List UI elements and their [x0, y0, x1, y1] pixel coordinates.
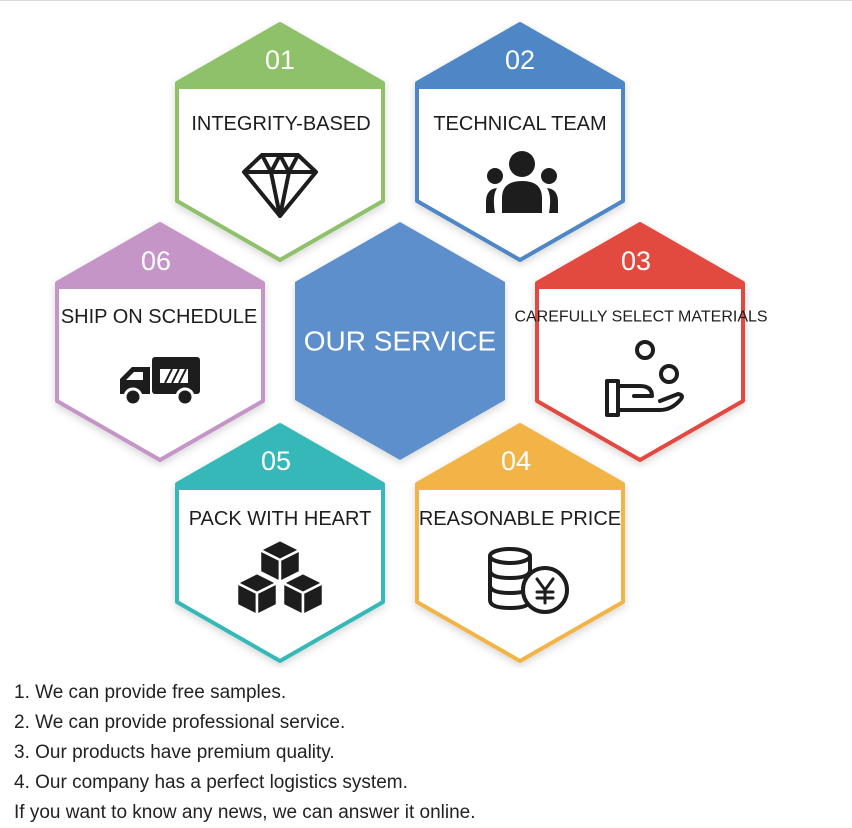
hexagon-price-cap — [417, 425, 623, 490]
top-divider — [0, 0, 852, 1]
diamond-icon — [242, 153, 318, 218]
hexagon-integrity-cap — [214, 24, 346, 62]
center-hexagon-shape — [295, 222, 505, 460]
hexagon-ship-cap — [57, 224, 263, 289]
center-title: OUR SERVICE — [304, 326, 496, 357]
hexagon-materials-cap — [537, 224, 743, 289]
hexagon-integrity-cap-fill-right — [346, 62, 383, 89]
hexagon-price-number: 04 — [501, 446, 531, 476]
hexagon-pack: 05 PACK WITH HEART — [175, 423, 385, 663]
hexagon-ship: 06 SHIP ON SCHEDULE — [55, 222, 265, 462]
hexagon-integrity-title: INTEGRITY-BASED — [191, 113, 370, 135]
hexagon-materials-title: CAREFULLY SELECT MATERIALS — [514, 309, 767, 326]
hexagon-integrity: 01 INTEGRITY-BASED — [175, 22, 385, 262]
boxes-icon — [235, 538, 325, 617]
team-icon — [486, 151, 558, 213]
service-notes-list: 1. We can provide free samples. 2. We ca… — [14, 678, 408, 798]
hexagon-price-title: REASONABLE PRICE — [419, 508, 621, 530]
hexagon-materials-number: 03 — [621, 246, 651, 276]
hexagon-pack-title: PACK WITH HEART — [189, 508, 372, 530]
hexagon-integrity-cap-fill — [177, 62, 214, 89]
center-hexagon: OUR SERVICE — [295, 222, 505, 460]
hexagon-integrity-number: 01 — [265, 45, 295, 75]
note-item: 2. We can provide professional service. — [14, 712, 346, 733]
note-item: 1. We can provide free samples. — [14, 682, 287, 703]
coins-yen-icon — [488, 547, 569, 614]
online-contact-text: If you want to know any news, we can ans… — [14, 802, 476, 823]
hexagon-technical-cap — [417, 24, 623, 89]
hexagon-price: 04 REASONABLE PRICE — [415, 423, 625, 663]
hexagon-ship-title: SHIP ON SCHEDULE — [61, 306, 257, 328]
hexagon-technical-number: 02 — [505, 45, 535, 75]
hexagon-materials: 03 CAREFULLY SELECT MATERIALS — [514, 222, 768, 462]
service-infographic: OUR SERVICE 01 INTEGRITY-BASED 02 TECHNI… — [55, 22, 768, 663]
note-item: 3. Our products have premium quality. — [14, 742, 335, 763]
hexagon-pack-cap — [177, 425, 383, 490]
truck-icon — [120, 357, 200, 407]
hexagon-integrity-cap-band — [214, 61, 346, 89]
hexagon-pack-number: 05 — [261, 446, 291, 476]
hexagon-ship-number: 06 — [141, 246, 171, 276]
hexagon-technical-title: TECHNICAL TEAM — [433, 113, 606, 135]
hand-coins-icon — [605, 340, 684, 417]
note-item: 4. Our company has a perfect logistics s… — [14, 772, 408, 793]
hexagon-technical: 02 TECHNICAL TEAM — [415, 22, 625, 262]
